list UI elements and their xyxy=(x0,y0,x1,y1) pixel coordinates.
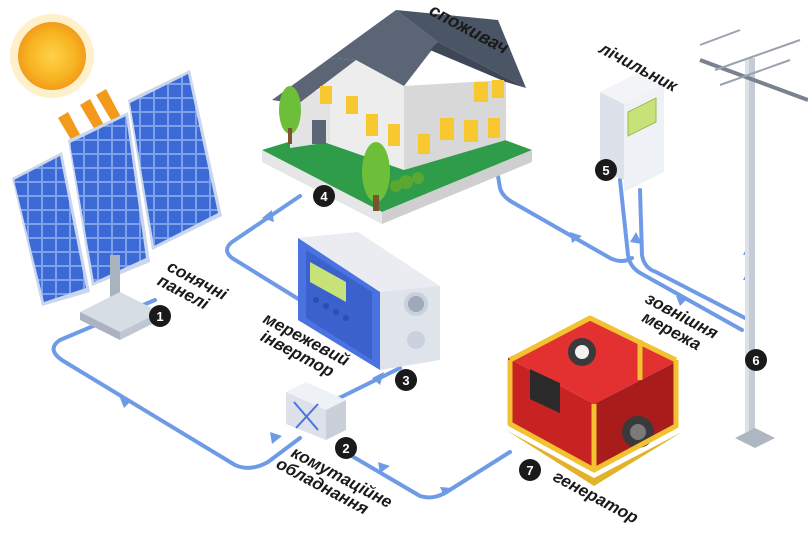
house-door-icon xyxy=(312,120,326,144)
svg-text:6: 6 xyxy=(752,353,759,368)
generator-icon xyxy=(506,315,682,486)
flow-arrowheads xyxy=(120,210,753,496)
electricity-meter-icon xyxy=(600,72,664,192)
svg-text:1: 1 xyxy=(156,309,163,324)
badge-inverter: 3 xyxy=(395,369,417,391)
arrowhead xyxy=(570,232,582,243)
flow-inverter-to-house xyxy=(225,194,302,302)
svg-text:3: 3 xyxy=(402,373,409,388)
label-generator: генератор xyxy=(550,467,641,528)
arrowhead xyxy=(262,210,274,222)
utility-pole-icon xyxy=(699,29,808,448)
flow-solar-to-switch xyxy=(51,298,302,470)
badge-grid: 6 xyxy=(745,349,767,371)
badge-meter: 5 xyxy=(595,159,617,181)
badge-house: 4 xyxy=(313,185,335,207)
svg-text:генератор: генератор xyxy=(550,467,641,528)
solar-panels-icon xyxy=(12,70,222,340)
grid-inverter-icon xyxy=(298,232,440,370)
arrowhead xyxy=(120,398,132,408)
arrowhead xyxy=(630,232,642,244)
arrowhead xyxy=(676,296,688,306)
arrowhead xyxy=(440,487,452,496)
flow-meter-to-grid-b xyxy=(638,188,747,320)
badge-solar: 1 xyxy=(149,305,171,327)
svg-text:2: 2 xyxy=(342,441,349,456)
sun-icon xyxy=(10,14,122,148)
badge-generator: 7 xyxy=(519,459,541,481)
svg-text:7: 7 xyxy=(526,463,533,478)
arrowhead xyxy=(270,432,282,444)
switching-equipment-icon xyxy=(286,382,346,440)
arrowhead xyxy=(378,462,390,473)
svg-text:4: 4 xyxy=(320,189,328,204)
flow-house-to-meter xyxy=(496,174,634,263)
energy-flow-lines xyxy=(51,98,750,500)
badge-switching: 2 xyxy=(335,437,357,459)
svg-text:5: 5 xyxy=(602,163,609,178)
flow-meter-to-grid-a xyxy=(618,178,744,332)
label-switching: комутаційне обладнання xyxy=(273,443,395,519)
arrowhead xyxy=(372,372,384,385)
